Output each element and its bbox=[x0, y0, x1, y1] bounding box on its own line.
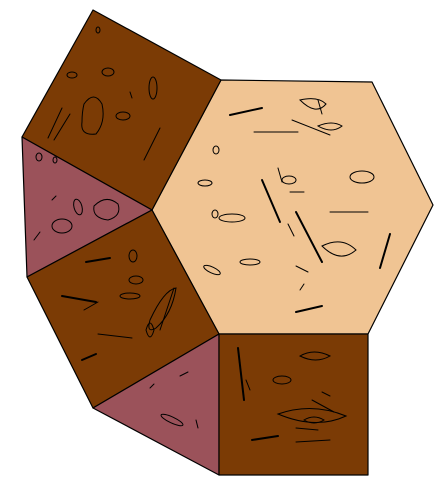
bottom-square-tile bbox=[219, 334, 368, 475]
